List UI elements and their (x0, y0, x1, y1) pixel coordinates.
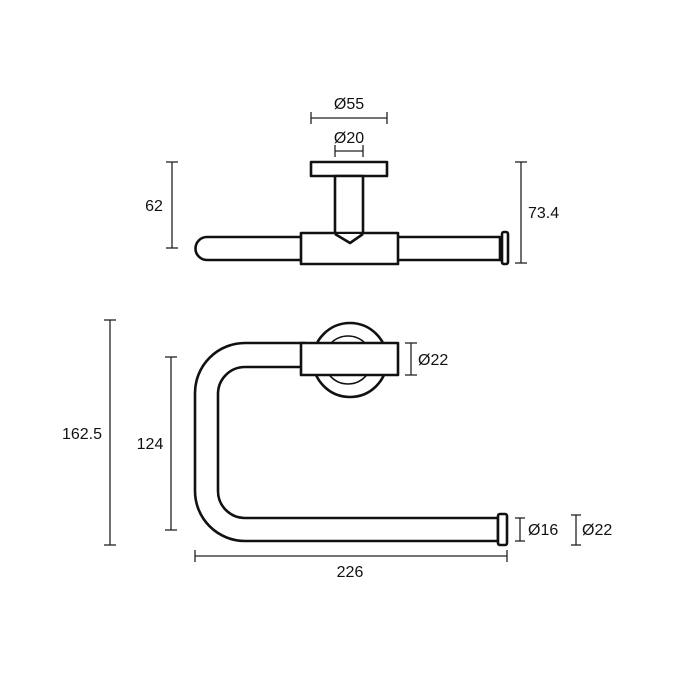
dim-label: Ø55 (334, 96, 364, 113)
dim-overall-width: 226 (194, 550, 508, 581)
dim-label: Ø22 (418, 352, 448, 369)
top-view: Ø55 Ø20 62 73.4 (145, 96, 559, 266)
dim-label: 73.4 (528, 205, 559, 222)
dim-label: 162.5 (62, 426, 102, 443)
u-tube (193, 341, 500, 543)
end-cap-front (496, 512, 509, 547)
stem-notch (334, 232, 364, 245)
dim-end-cap-diameter: Ø22 (571, 514, 612, 546)
dim-depth-to-bar: 62 (145, 161, 178, 249)
dim-flange-diameter: Ø55 (310, 96, 388, 124)
dim-label: Ø20 (334, 130, 364, 147)
dim-label: 226 (337, 564, 364, 581)
dim-hub-diameter: Ø22 (405, 342, 448, 376)
dim-stem-diameter: Ø20 (334, 130, 364, 157)
hub-front (299, 341, 400, 377)
front-view: Ø22 162.5 124 226 Ø16 (62, 319, 612, 581)
dim-tube-diameter: Ø16 (515, 517, 558, 542)
end-cap-top (500, 230, 510, 266)
dim-inner-height: 124 (137, 356, 177, 531)
dim-label: Ø16 (528, 522, 558, 539)
flange-top (309, 160, 389, 178)
dim-label: Ø22 (582, 522, 612, 539)
dim-label: 124 (137, 436, 164, 453)
stem-top (333, 174, 365, 238)
dim-label: 62 (145, 198, 163, 215)
dim-overall-height: 162.5 (62, 319, 116, 546)
dim-overall-depth: 73.4 (515, 161, 559, 264)
